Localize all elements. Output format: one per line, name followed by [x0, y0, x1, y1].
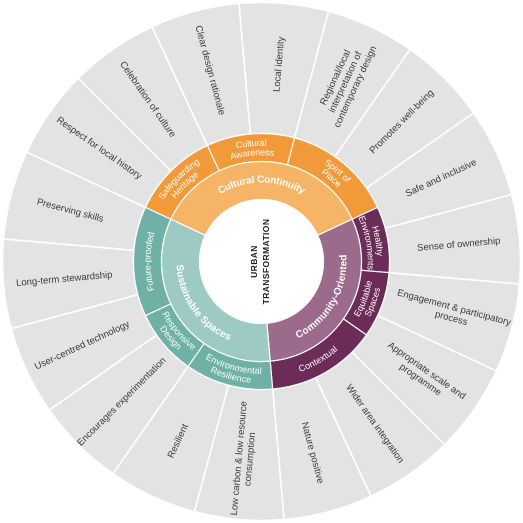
center-label-line1: URBAN — [249, 245, 259, 278]
center-hub: URBAN TRANSFORMATION — [199, 199, 324, 324]
outer-item-preserving-skills: Preserving skills — [2, 150, 147, 252]
outer-item-resilient: Resilient — [111, 365, 230, 513]
outer-item-nature-positive: Nature positive — [271, 376, 373, 521]
outer-item-celebration-of-culture: Celebration of culture — [77, 25, 209, 173]
center-circle — [199, 199, 324, 324]
outer-item-engagement-participatory-process: Engagement & participatoryprocess — [376, 271, 521, 373]
outer-item-wider-area-integration: Wider area integration — [314, 350, 446, 498]
principle-future-proofed: Future-proofed — [132, 206, 172, 317]
center-label-line2: TRANSFORMATION — [261, 219, 271, 305]
principle-future-proofed-label-line-1-path: Future-proofed — [142, 231, 156, 292]
theme-cultural-continuity: Cultural Continuity — [170, 160, 353, 237]
principle-future-proofed-label-line-1: Future-proofed — [142, 231, 156, 292]
outer-item-long-term-stewardship: Long-term stewardship — [1, 238, 139, 330]
outer-item-low-carbon-low-resource-consumption: Low carbon & low resourceconsumption — [193, 384, 285, 522]
outer-item-sense-of-ownership: Sense of ownership — [384, 193, 522, 285]
outer-item-local-identity-label-line-1: Local identity — [271, 36, 287, 92]
outer-item-user-centred-technology: User-centred technology — [10, 293, 158, 412]
outer-item-regional-local-interpretation-of-contemporary-design: Regional/localinterpretation ofcontempor… — [293, 10, 412, 158]
outer-item-low-carbon-low-resource-consumption-label-line-2: consumption — [242, 432, 258, 487]
principle-cultural-awareness-label-line-1-path: Cultural — [235, 138, 267, 151]
principle-cultural-awareness-label-line-1: Cultural — [235, 138, 267, 151]
outer-item-safe-and-inclusive: Safe and inclusive — [365, 111, 513, 230]
outer-item-promotes-well-being: Promotes well-being — [333, 48, 475, 190]
outer-item-local-identity-label: Local identity — [271, 36, 287, 92]
